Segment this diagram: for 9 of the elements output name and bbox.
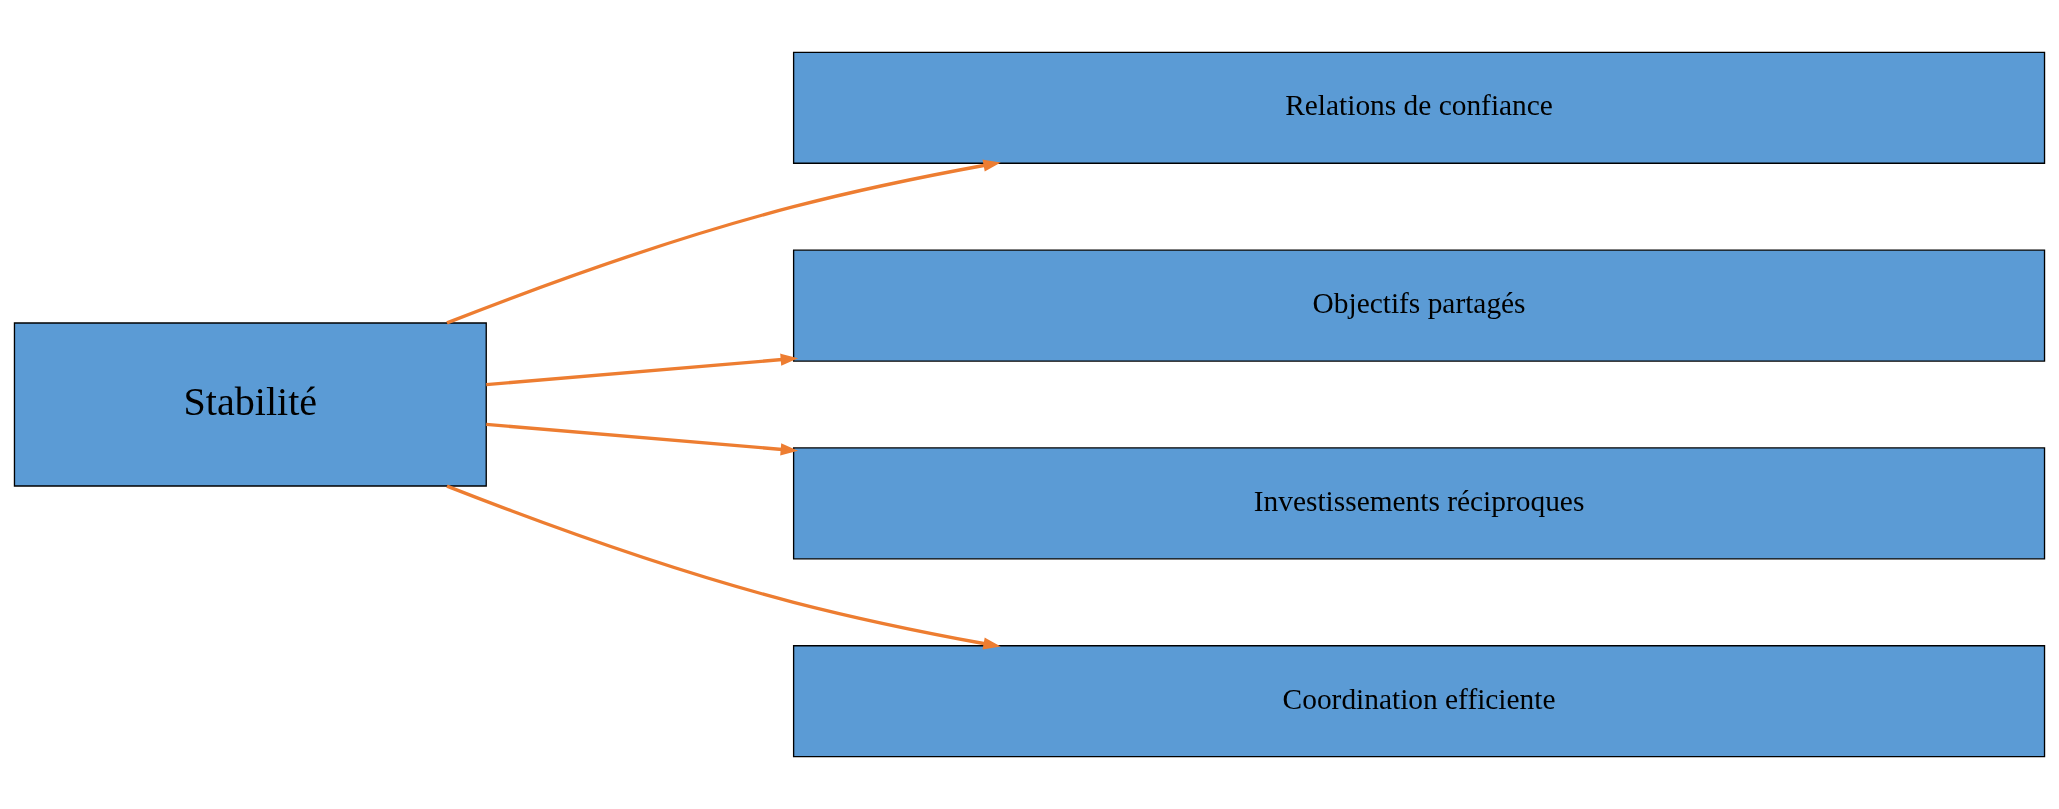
arrow [446, 484, 1001, 650]
node-box: Objectifs partagés [792, 249, 2046, 362]
arrow [446, 159, 1001, 325]
node-box: Investissements réciproques [792, 447, 2046, 560]
node-box: Stabilité [13, 322, 487, 487]
arrow [486, 422, 799, 456]
node-box: Relations de confiance [792, 51, 2046, 164]
arrow [486, 353, 799, 387]
node-box: Coordination efficiente [792, 645, 2046, 758]
